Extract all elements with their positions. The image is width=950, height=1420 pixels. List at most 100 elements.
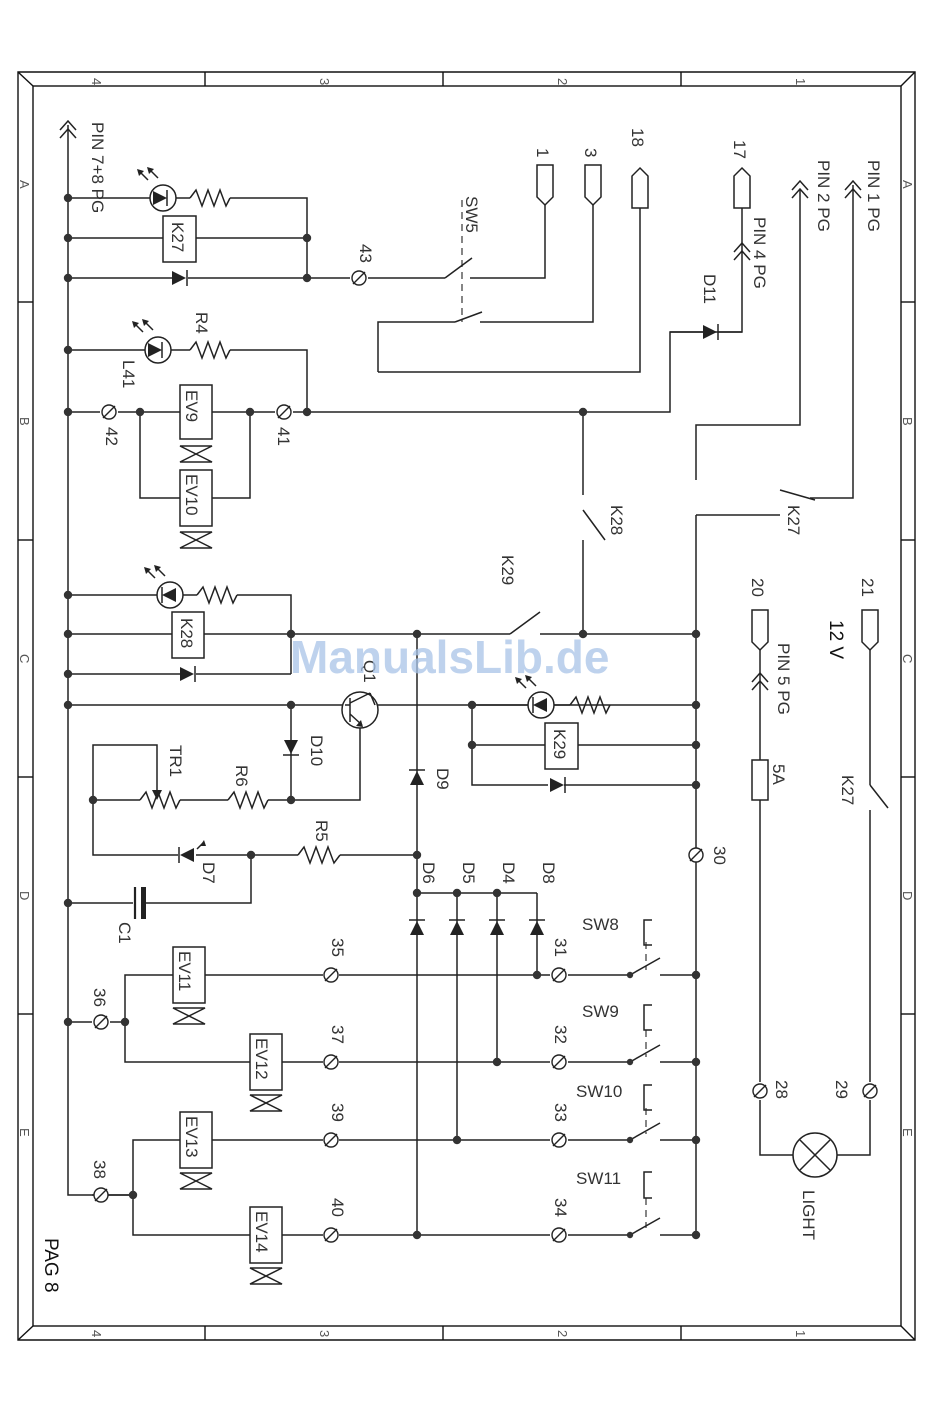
wires xyxy=(67,125,871,1236)
fuse-5a xyxy=(751,759,769,801)
diodes xyxy=(172,270,742,935)
ruler-row-c-left: C xyxy=(17,654,32,663)
label-k27-contact-upper: K27 xyxy=(784,505,803,535)
label-pin78: PIN 7+8 PG xyxy=(88,122,107,213)
connector-18 xyxy=(631,166,649,209)
label-conn-21: 21 xyxy=(858,578,877,597)
ruler-row-a-left: A xyxy=(17,180,32,189)
label-d8: D8 xyxy=(539,862,558,884)
terminal-39: 39 xyxy=(323,1103,347,1148)
diode-d7 xyxy=(178,840,206,863)
label-q1: Q1 xyxy=(360,660,379,683)
label-conn-3: 3 xyxy=(581,148,600,157)
ruler-col-3-top: 3 xyxy=(317,78,332,85)
terminal-36: 36 xyxy=(90,988,109,1030)
terminal-label-43: 43 xyxy=(356,244,375,263)
ruler-row-b-right: B xyxy=(900,417,915,426)
valve-ev9-coil xyxy=(179,384,213,440)
label-conn-1: 1 xyxy=(533,148,552,157)
diode-d5 xyxy=(449,919,465,935)
terminal-41: 41 xyxy=(274,404,293,446)
relay-coils xyxy=(162,215,579,770)
label-d5: D5 xyxy=(459,862,478,884)
valve-ev12-symbol xyxy=(249,1094,283,1112)
ruler-row-e-right: E xyxy=(900,1128,915,1137)
led-k28-indicator xyxy=(144,565,197,609)
valve-ev14-symbol xyxy=(249,1267,283,1285)
label-k28-coil: K28 xyxy=(177,618,196,648)
valve-ev9-symbol xyxy=(179,445,213,463)
terminal-label-33: 33 xyxy=(551,1103,570,1122)
terminal-30: 30 xyxy=(688,846,729,865)
ruler-col-4-bottom: 4 xyxy=(89,1330,104,1337)
diode-k29 xyxy=(550,777,566,793)
connector-1 xyxy=(536,164,554,207)
label-ev11: EV11 xyxy=(175,951,194,991)
label-d7: D7 xyxy=(199,862,218,884)
label-pin5: PIN 5 PG xyxy=(774,643,793,715)
valve-ev13-symbol xyxy=(179,1172,213,1190)
page-frame xyxy=(17,71,916,1341)
terminal-32: 32 xyxy=(551,1025,570,1070)
connector-20 xyxy=(751,609,769,652)
valve-ev12-coil xyxy=(249,1033,283,1091)
ruler-col-4-top: 4 xyxy=(89,78,104,85)
terminal-label-30: 30 xyxy=(710,846,729,865)
connector-21 xyxy=(861,609,879,652)
led-k29-indicator xyxy=(515,675,570,719)
label-ev10: EV10 xyxy=(182,474,201,516)
terminal-label-41: 41 xyxy=(274,427,293,446)
resistor-r4 xyxy=(189,339,231,361)
terminal-label-29: 29 xyxy=(832,1080,851,1099)
switch-contacts xyxy=(444,257,889,1236)
resistor-tr1 xyxy=(139,789,181,811)
label-d4: D4 xyxy=(499,862,518,884)
terminal-label-38: 38 xyxy=(90,1160,109,1179)
diode-d6 xyxy=(409,919,425,935)
page-label: PAG 8 xyxy=(40,1238,61,1293)
terminal-37: 37 xyxy=(323,1025,347,1070)
label-conn-18: 18 xyxy=(628,128,647,147)
terminal-31: 31 xyxy=(551,938,570,983)
ruler-labels: 4 3 2 1 4 3 2 1 A B C D E A B C D E xyxy=(17,78,915,1337)
capacitor-c1 xyxy=(133,887,146,919)
terminal-34: 34 xyxy=(551,1198,570,1243)
valve-ev11-symbol xyxy=(172,1007,206,1025)
label-12v: 12 V xyxy=(825,620,846,659)
ruler-col-2-top: 2 xyxy=(555,78,570,85)
lamp-light xyxy=(792,1132,838,1178)
resistor-r5 xyxy=(297,844,341,866)
label-r5: R5 xyxy=(312,820,331,842)
connector-3 xyxy=(584,164,602,207)
ruler-col-3-bottom: 3 xyxy=(317,1330,332,1337)
terminal-label-31: 31 xyxy=(551,938,570,957)
terminal-28: 28 xyxy=(752,1080,791,1099)
diode-k28 xyxy=(180,666,196,682)
terminal-label-32: 32 xyxy=(551,1025,570,1044)
terminal-42: 42 xyxy=(101,404,121,446)
terminal-33: 33 xyxy=(551,1103,570,1148)
resistor-r6 xyxy=(227,789,269,811)
transistor-q1 xyxy=(341,691,379,729)
terminal-label-37: 37 xyxy=(328,1025,347,1044)
label-l41: L41 xyxy=(119,360,138,388)
label-ev14: EV14 xyxy=(252,1211,271,1253)
ruler-col-1-top: 1 xyxy=(793,78,808,85)
label-k27-contact-lower: K27 xyxy=(838,775,857,805)
ruler-col-1-bottom: 1 xyxy=(793,1330,808,1337)
resistor-led-k27 xyxy=(189,187,231,209)
resistors xyxy=(139,187,611,866)
relay-k27-coil xyxy=(162,215,197,263)
ruler-row-a-right: A xyxy=(900,180,915,189)
switch-mechanical-links xyxy=(461,200,647,1228)
led-l41 xyxy=(132,319,190,364)
label-sw9: SW9 xyxy=(582,1002,619,1021)
valve-ev13-coil xyxy=(179,1111,213,1169)
terminal-43: 43 xyxy=(351,244,375,286)
ruler-row-d-left: D xyxy=(17,891,32,900)
label-ev12: EV12 xyxy=(252,1038,271,1080)
terminal-29: 29 xyxy=(832,1080,878,1099)
relay-k29-coil xyxy=(544,722,579,770)
terminal-label-36: 36 xyxy=(90,988,109,1007)
